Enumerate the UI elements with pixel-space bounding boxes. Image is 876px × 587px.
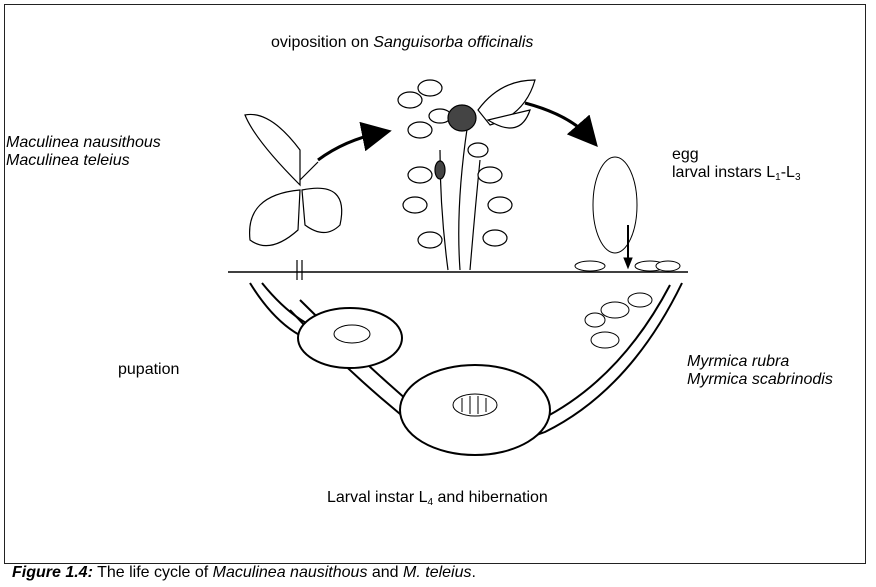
hibernation-label: Larval instar L4 and hibernation bbox=[327, 488, 548, 508]
ant-species-1: Myrmica rubra bbox=[687, 352, 789, 372]
butterfly-species-2: Maculinea teleius bbox=[6, 151, 130, 171]
egg-label: egg bbox=[672, 145, 699, 165]
figure-caption: Figure 1.4: The life cycle of Maculinea … bbox=[12, 563, 476, 583]
arrow-to-egg bbox=[525, 103, 590, 138]
larva-icon bbox=[453, 394, 497, 416]
egg-bud-icon bbox=[575, 157, 680, 271]
pupation-label: pupation bbox=[118, 360, 179, 380]
larval-instars-label: larval instars L1-L3 bbox=[672, 163, 801, 183]
butterfly-icon bbox=[245, 114, 342, 280]
oviposition-label: oviposition on Sanguisorba officinalis bbox=[271, 33, 533, 53]
pupa-icon bbox=[334, 325, 370, 343]
arrow-to-plant bbox=[318, 133, 380, 160]
ant-species-2: Myrmica scabrinodis bbox=[687, 370, 833, 390]
butterfly-species-1: Maculinea nausithous bbox=[6, 133, 161, 153]
ant-icon bbox=[585, 293, 652, 348]
